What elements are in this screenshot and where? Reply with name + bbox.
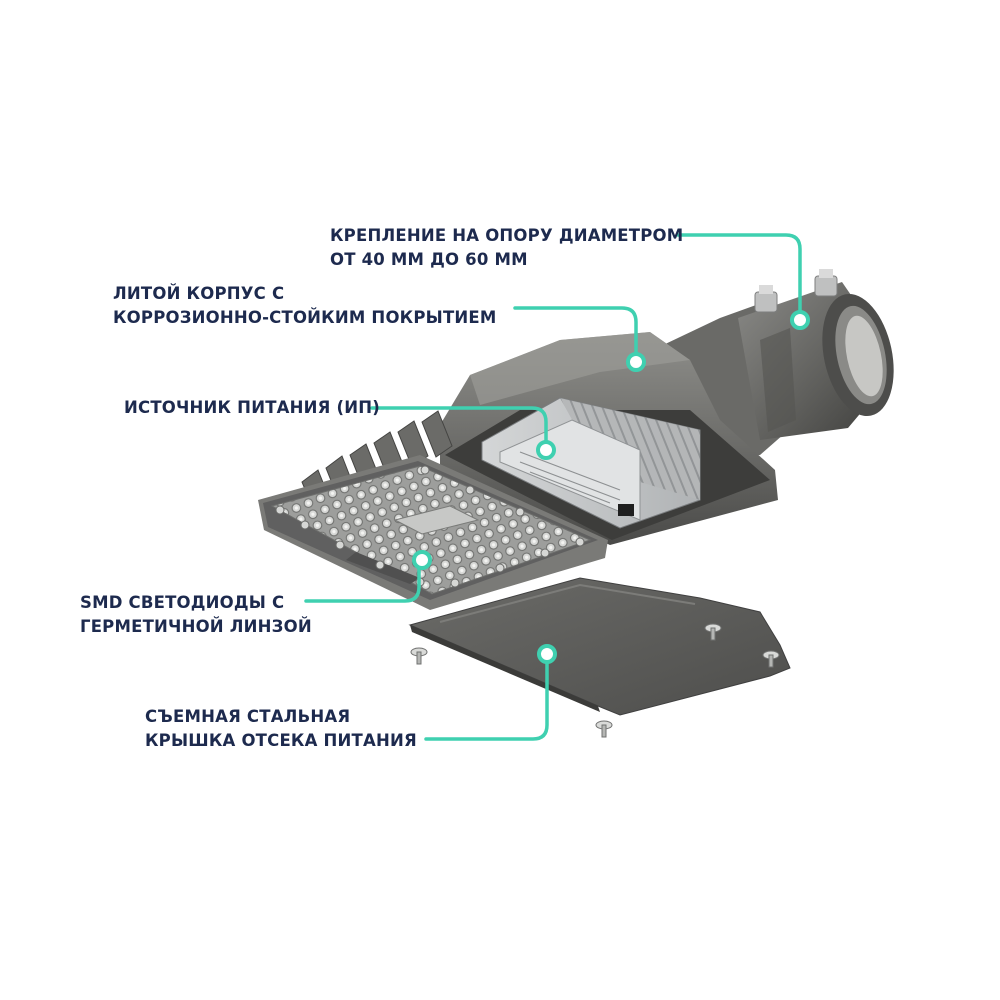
callout-steel-cover: СЪЕМНАЯ СТАЛЬНАЯ КРЫШКА ОТСЕКА ПИТАНИЯ <box>145 705 417 753</box>
marker-body <box>626 352 646 372</box>
callout-steel-cover-line2: КРЫШКА ОТСЕКА ПИТАНИЯ <box>145 731 417 750</box>
callout-power-supply: ИСТОЧНИК ПИТАНИЯ (ИП) <box>124 396 380 420</box>
pole-mount-icon <box>738 269 894 440</box>
leader-line-body <box>513 306 638 362</box>
marker-led <box>412 550 432 570</box>
callout-cast-body-line2: КОРРОЗИОННО-СТОЙКИМ ПОКРЫТИЕМ <box>113 308 497 327</box>
steel-cover <box>408 577 791 716</box>
screw-icon <box>410 623 780 738</box>
callout-smd-leds-line1: SMD СВЕТОДИОДЫ С <box>80 593 285 612</box>
power-supply-unit <box>481 397 701 529</box>
callout-pole-mount: КРЕПЛЕНИЕ НА ОПОРУ ДИАМЕТРОМ ОТ 40 ММ ДО… <box>330 224 683 272</box>
leader-line-mount <box>676 233 802 320</box>
led-module <box>270 465 592 595</box>
leader-line-psu <box>370 406 548 450</box>
callout-markers <box>412 310 810 664</box>
callout-pole-mount-line1: КРЕПЛЕНИЕ НА ОПОРУ ДИАМЕТРОМ <box>330 226 684 245</box>
leader-line-lid <box>424 652 549 741</box>
callout-cast-body-line1: ЛИТОЙ КОРПУС С <box>113 284 285 303</box>
marker-lid <box>537 644 557 664</box>
leader-lines <box>304 233 802 741</box>
marker-mount <box>790 310 810 330</box>
leader-line-led <box>304 563 421 603</box>
callout-power-supply-line1: ИСТОЧНИК ПИТАНИЯ (ИП) <box>124 398 380 417</box>
callout-smd-leds-line2: ГЕРМЕТИЧНОЙ ЛИНЗОЙ <box>80 617 312 636</box>
marker-psu <box>536 440 556 460</box>
callout-pole-mount-line2: ОТ 40 ММ ДО 60 ММ <box>330 250 528 269</box>
callout-smd-leds: SMD СВЕТОДИОДЫ С ГЕРМЕТИЧНОЙ ЛИНЗОЙ <box>80 591 312 639</box>
callout-cast-body: ЛИТОЙ КОРПУС С КОРРОЗИОННО-СТОЙКИМ ПОКРЫ… <box>113 282 497 330</box>
callout-steel-cover-line1: СЪЕМНАЯ СТАЛЬНАЯ <box>145 707 351 726</box>
